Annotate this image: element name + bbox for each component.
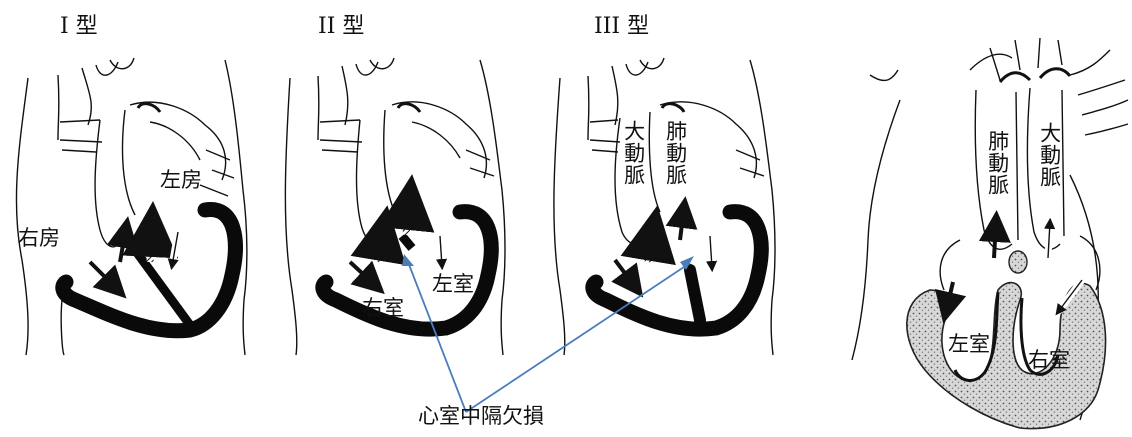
- panel-type-3: [554, 58, 775, 355]
- right-ventricle-label-iv: 右室: [1028, 350, 1070, 371]
- panel-2-title: II 型: [318, 16, 364, 38]
- aorta-label-iv: 大動脈: [1038, 122, 1061, 188]
- vsd-callout-label: 心室中隔欠損: [418, 406, 544, 427]
- left-atrium-label: 左房: [160, 170, 202, 191]
- body-outline-left: [16, 78, 28, 355]
- left-ventricle-label-iv: 左室: [948, 334, 990, 355]
- right-atrium-label: 右房: [18, 228, 60, 249]
- svc-outline: [95, 120, 122, 247]
- panel-type-1: [16, 58, 246, 355]
- pulmonary-artery-label: 肺動脈: [664, 120, 687, 186]
- pulmonary-artery-label-iv: 肺動脈: [986, 130, 1009, 196]
- stippled-ventricles: [907, 283, 1106, 429]
- aorta-label: 大動脈: [622, 120, 645, 186]
- panel-1-title: I 型: [60, 16, 98, 38]
- left-ventricle-label: 左室: [432, 274, 474, 295]
- right-ventricle-label: 右室: [362, 298, 404, 319]
- panel-type-4: [852, 38, 1128, 429]
- panel-3-title: III 型: [594, 16, 649, 38]
